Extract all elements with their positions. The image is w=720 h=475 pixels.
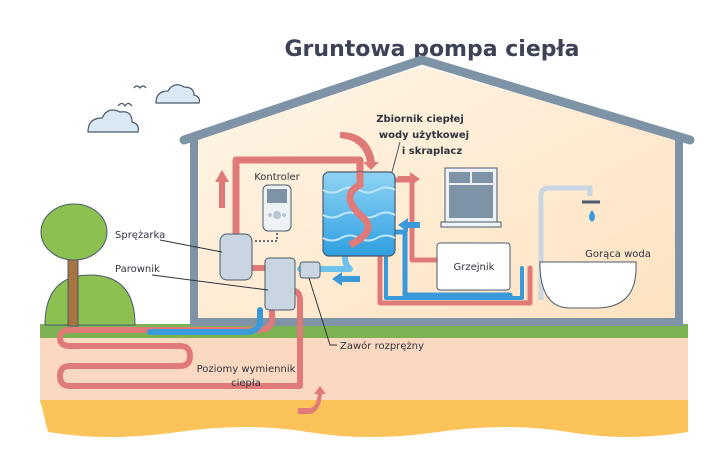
arrow-left-icon <box>332 272 360 286</box>
compressor-icon <box>219 233 253 281</box>
tank-label-line1: Zbiornik ciepłej <box>376 114 464 125</box>
ground-exchanger-label-line2: ciepła <box>231 378 261 389</box>
evaporator-label: Parownik <box>115 264 160 275</box>
water-drop-icon <box>589 210 595 222</box>
leader-lines <box>151 239 337 346</box>
controller-label: Kontroler <box>254 172 300 183</box>
evaporator-icon <box>264 257 296 311</box>
tank-label-line3: i skraplacz <box>402 146 462 157</box>
tank-label-line2: wody użytkowej <box>379 130 469 141</box>
tree-icon <box>40 203 136 327</box>
radiator-label: Grzejnik <box>454 262 495 273</box>
window-icon <box>440 167 502 228</box>
arrow-down-icon <box>340 132 379 170</box>
house <box>179 55 695 326</box>
arrow-up-icon <box>215 170 229 208</box>
leader-line <box>391 141 401 173</box>
cloud-icon <box>87 84 201 133</box>
expansion-valve-icon <box>299 261 321 279</box>
birds-icon <box>117 85 147 108</box>
sand-layer <box>40 400 688 437</box>
hot-water-label: Gorąca woda <box>585 249 651 260</box>
controller-icon <box>255 184 292 242</box>
radiator-icon <box>436 242 511 291</box>
expansion-valve-label: Zawór rozprężny <box>340 340 424 352</box>
arrow-right-icon <box>398 172 420 186</box>
arrow-up-icon <box>298 386 326 414</box>
ground-exchanger-label-line1: Poziomy wymiennik <box>197 364 296 375</box>
hot-water-tank <box>322 171 396 257</box>
flow-arrows <box>215 132 420 414</box>
arrow-left-icon <box>398 218 420 232</box>
bathtub-icon <box>538 185 637 309</box>
compressor-label: Sprężarka <box>115 230 165 241</box>
diagram-title: Gruntowa pompa ciepła <box>285 37 580 62</box>
